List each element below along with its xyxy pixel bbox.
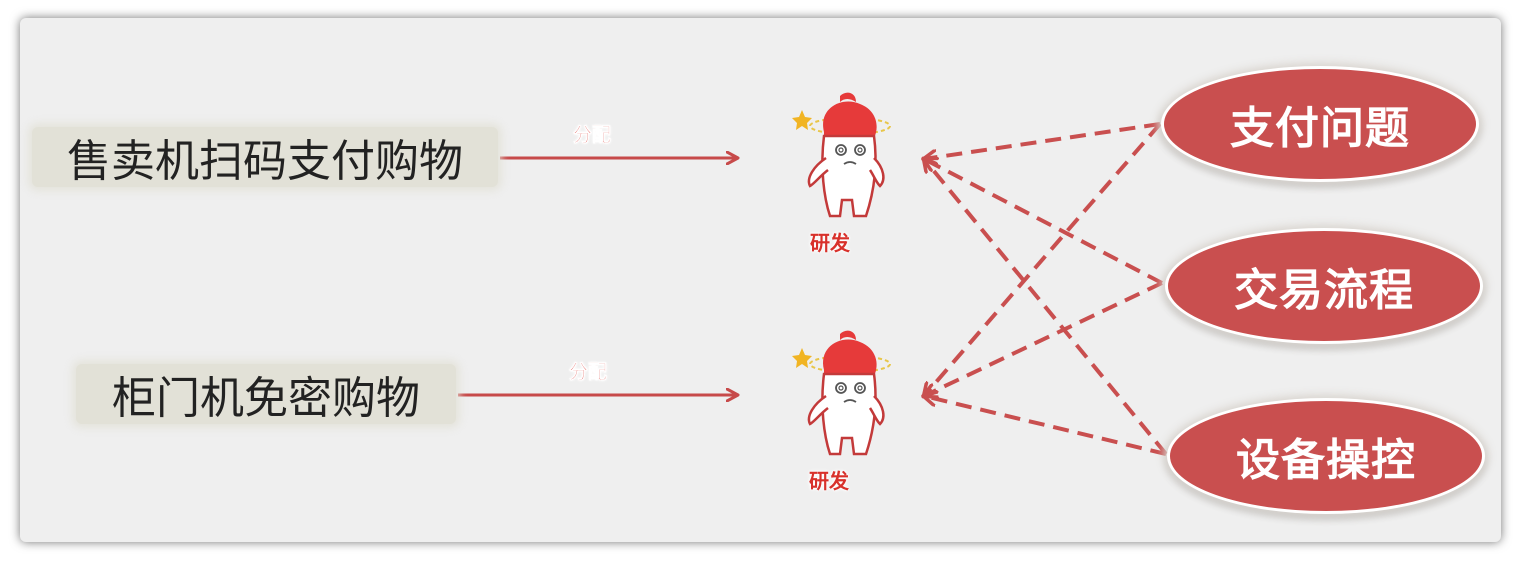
assign-label-2: 分配: [569, 361, 608, 384]
topic-payment-issues: 支付问题: [1161, 66, 1479, 182]
topic-label: 支付问题: [1230, 103, 1410, 154]
topic-transaction-flow: 交易流程: [1165, 228, 1483, 344]
source-label: 售卖机扫码支付购物: [67, 136, 463, 187]
diagram-canvas: 售卖机扫码支付购物 柜门机免密购物 分配 分配 研发 研发: [20, 18, 1501, 542]
source-box-vending-scan-pay: 售卖机扫码支付购物: [32, 127, 498, 187]
developer-label-2: 研发: [809, 469, 849, 493]
relation-arrow-dev2-topic3: [924, 396, 1167, 456]
topic-device-control: 设备操控: [1167, 398, 1485, 514]
source-label: 柜门机免密购物: [112, 373, 420, 424]
relation-arrow-dev1-topic2: [924, 159, 1163, 285]
assign-label-1: 分配: [573, 124, 612, 147]
source-box-cabinet-passwordless: 柜门机免密购物: [76, 364, 456, 424]
confused-mascot-icon: [792, 92, 891, 218]
topic-label: 交易流程: [1234, 265, 1414, 316]
topic-label: 设备操控: [1236, 435, 1416, 486]
connector-layer: [458, 122, 1168, 456]
relation-arrow-dev2-topic2: [924, 281, 1163, 396]
relation-arrow-dev1-topic1: [924, 122, 1161, 159]
relation-arrow-dev1-topic3: [924, 159, 1168, 456]
relation-arrow-dev2-topic1: [924, 122, 1162, 396]
developer-label-1: 研发: [810, 231, 850, 255]
confused-mascot-icon: [792, 330, 891, 456]
